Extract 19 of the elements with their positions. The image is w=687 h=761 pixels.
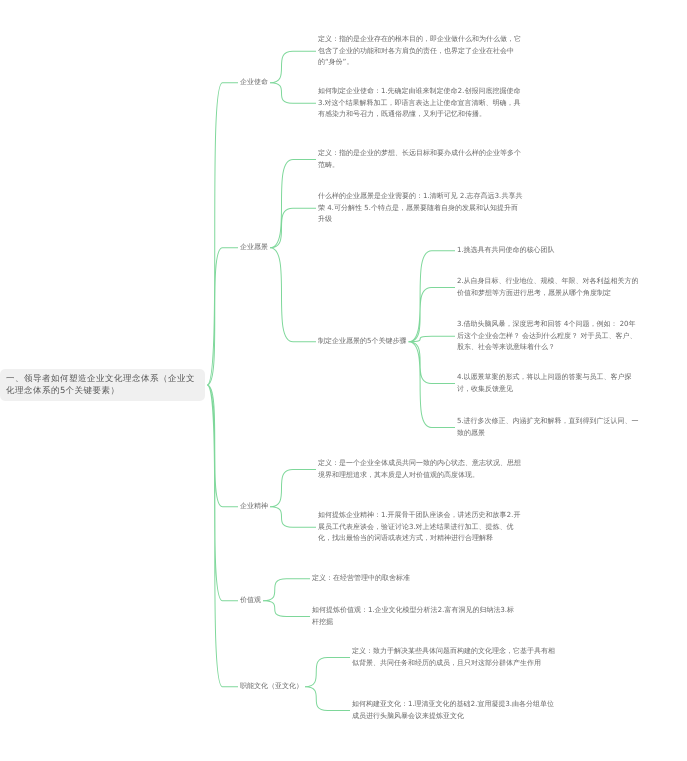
branch-line bbox=[408, 341, 456, 428]
branch-line bbox=[304, 686, 350, 711]
branch-line bbox=[206, 247, 238, 386]
branch-line bbox=[270, 247, 316, 342]
branch-line bbox=[270, 159, 316, 248]
topic-box: 一、领导者如何塑造企业文化理念体系（企业文化理念体系的5个关键要素） bbox=[0, 369, 205, 401]
branch-line bbox=[270, 50, 316, 84]
branch-line bbox=[206, 384, 238, 602]
branch-line bbox=[206, 384, 238, 688]
branch-line bbox=[262, 578, 310, 602]
branch-line bbox=[408, 336, 456, 342]
branch-line bbox=[270, 506, 316, 528]
branch-line bbox=[206, 384, 238, 508]
branch-line bbox=[304, 657, 350, 688]
branch-line bbox=[206, 82, 238, 386]
branch-line bbox=[270, 208, 316, 248]
branch-line bbox=[262, 600, 310, 617]
branch-line bbox=[270, 82, 316, 104]
branch-line bbox=[270, 469, 316, 508]
